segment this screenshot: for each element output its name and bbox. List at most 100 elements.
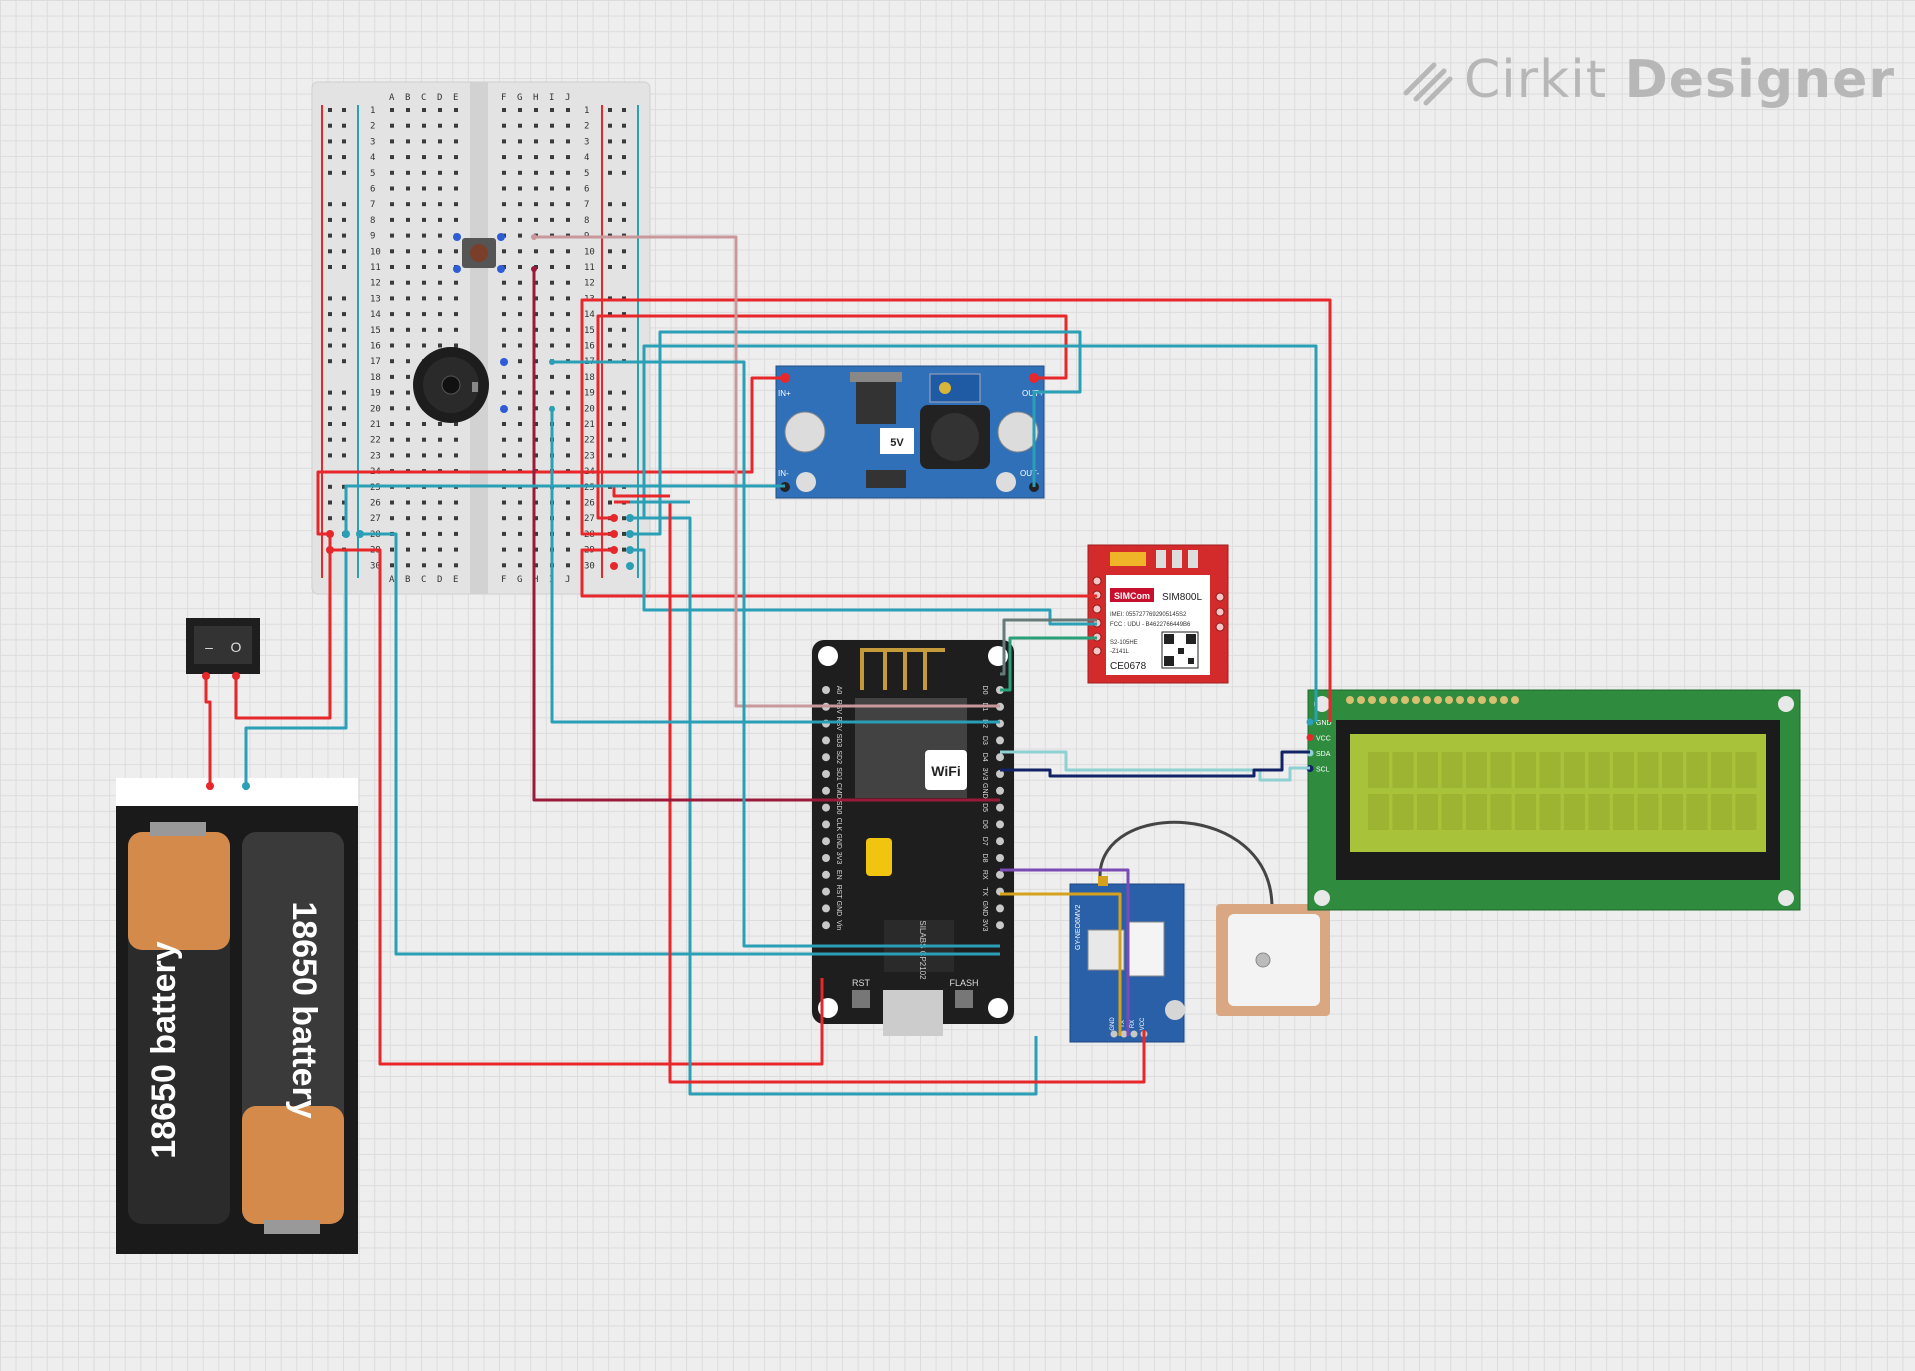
mcu-pin-label: CMD <box>835 783 842 799</box>
mcu-pin-left[interactable] <box>822 770 830 778</box>
wire-maroon-button <box>532 269 1000 802</box>
mcu-pin-label: RX <box>981 870 988 880</box>
mcu-pin-left[interactable] <box>822 887 830 896</box>
battery-cell-1: 18650 battery <box>128 822 230 1224</box>
row-label-right: 14 <box>584 310 595 320</box>
mcu-pin-left[interactable] <box>822 921 830 930</box>
mcu-pin-right[interactable] <box>996 770 1004 778</box>
mcu-pin-right[interactable] <box>996 837 1004 846</box>
row-label-right: 1 <box>584 106 589 116</box>
row-label-right: 30 <box>584 561 595 571</box>
wire-red-converter-in <box>750 376 785 466</box>
mcu-pin-label: EN <box>835 870 842 880</box>
gps-pin-label: TX <box>1120 1020 1126 1028</box>
mcu-pin-left[interactable] <box>822 753 830 762</box>
mcu-pin-left[interactable] <box>822 803 830 812</box>
gps-pin-label: VCC <box>1140 1017 1146 1030</box>
wire-purple-gps <box>1000 868 1130 1036</box>
lcd-pin[interactable] <box>1306 734 1314 741</box>
col-label: F <box>501 93 506 103</box>
mcu-pin-label: D6 <box>981 820 988 829</box>
gps-antenna[interactable] <box>1098 820 1330 1016</box>
battery-cell-2: 18650 battery <box>242 832 344 1234</box>
cirkit-logo: Cirkit Designer <box>1400 50 1895 110</box>
col-label: A <box>389 575 395 585</box>
mcu-pin-left[interactable] <box>822 820 830 829</box>
mcu-pin-label: GND <box>981 783 988 799</box>
wire-teal-bottom <box>360 532 1000 956</box>
row-label-left: 25 <box>370 483 381 493</box>
gps-pin[interactable] <box>1130 1030 1138 1038</box>
gps-pin[interactable] <box>1110 1030 1118 1038</box>
row-label-right: 3 <box>584 137 589 147</box>
mcu-pin-left[interactable] <box>822 904 830 913</box>
gps-label: GY-NEO6MV2 <box>1075 905 1082 950</box>
row-label-right: 8 <box>584 216 589 226</box>
push-button[interactable] <box>453 233 505 273</box>
lcd-pin[interactable] <box>1306 718 1314 726</box>
gps-pin[interactable] <box>1120 1030 1128 1038</box>
wire-red-short-1 <box>612 486 670 498</box>
row-label-left: 19 <box>370 389 381 399</box>
mcu-pin-right[interactable] <box>996 870 1004 879</box>
switch-on-label: O <box>231 639 242 655</box>
rst-button-label: RST <box>852 978 871 988</box>
wifi-logo: WiFi <box>931 763 960 779</box>
mcu-pin-label: 3V3 <box>981 919 988 932</box>
wire-battery-plus <box>204 676 212 790</box>
lcd-pin-label: SDA <box>1316 751 1331 758</box>
mcu-pin-label: SD2 <box>835 750 842 764</box>
mcu-pin-label: 3V3 <box>981 768 988 781</box>
mcu-pin-label: D5 <box>981 803 988 812</box>
mcu-pin-label: A0 <box>835 686 842 695</box>
nodemcu-esp8266[interactable]: WiFi SILABS CP2102 RST FLASH D0D1D2D3D43… <box>812 640 1014 1036</box>
row-label-right: 16 <box>584 342 595 352</box>
mcu-pin-left[interactable] <box>822 736 830 745</box>
col-label: E <box>453 93 458 103</box>
mcu-pin-label: Vin <box>835 920 842 930</box>
col-label: J <box>565 575 570 585</box>
wire-red-loop-left <box>316 466 754 536</box>
pin-out-minus: OUT- <box>1020 469 1039 478</box>
buck-converter[interactable]: 5V IN+ OUT+ IN- OUT- <box>775 365 1045 499</box>
rocker-switch[interactable]: – O <box>186 618 260 680</box>
battery-holder-2x18650[interactable]: 18650 battery 18650 battery <box>116 778 358 1254</box>
wire-pink-button <box>534 235 1000 708</box>
mcu-pin-label: D2 <box>981 719 988 728</box>
mcu-pin-left[interactable] <box>822 786 830 795</box>
mcu-pin-right[interactable] <box>996 786 1004 795</box>
mcu-pin-right[interactable] <box>996 904 1004 913</box>
row-label-left: 17 <box>370 357 381 367</box>
row-label-right: 15 <box>584 326 595 336</box>
mcu-pin-left[interactable] <box>822 854 830 862</box>
mcu-pin-right[interactable] <box>996 854 1004 862</box>
col-label: D <box>437 93 442 103</box>
mcu-pin-label: CLK <box>835 818 842 832</box>
mcu-pin-left[interactable] <box>822 837 830 846</box>
col-label: B <box>405 575 410 585</box>
buzzer[interactable] <box>413 347 508 423</box>
gps-pin-label: RX <box>1130 1020 1136 1028</box>
battery-1-label: 18650 battery <box>145 941 183 1158</box>
wire-switch-to-breadboard <box>234 534 332 720</box>
col-label: B <box>405 93 410 103</box>
flash-button-label: FLASH <box>949 978 978 988</box>
mcu-pin-right[interactable] <box>996 820 1004 829</box>
gsm-module[interactable]: SIMCom SIM800L IMEI: 0557277692905145S2 … <box>1087 544 1229 684</box>
row-label-left: 5 <box>370 169 375 179</box>
usb-chip: SILABS CP2102 <box>918 920 927 980</box>
wire-teal-buzzer-gnd <box>552 360 1000 948</box>
col-label: C <box>421 575 426 585</box>
mcu-pin-label: GND <box>835 833 842 849</box>
mcu-pin-right[interactable] <box>996 736 1004 745</box>
mcu-pin-left[interactable] <box>822 870 830 879</box>
mcu-pin-label: TX <box>981 887 988 896</box>
mcu-pin-left[interactable] <box>822 686 830 694</box>
mcu-pin-right[interactable] <box>996 803 1004 812</box>
mcu-pin-right[interactable] <box>996 921 1004 930</box>
col-label: G <box>517 575 522 585</box>
qr-code-icon <box>1161 631 1199 669</box>
mcu-pin-right[interactable] <box>996 753 1004 762</box>
